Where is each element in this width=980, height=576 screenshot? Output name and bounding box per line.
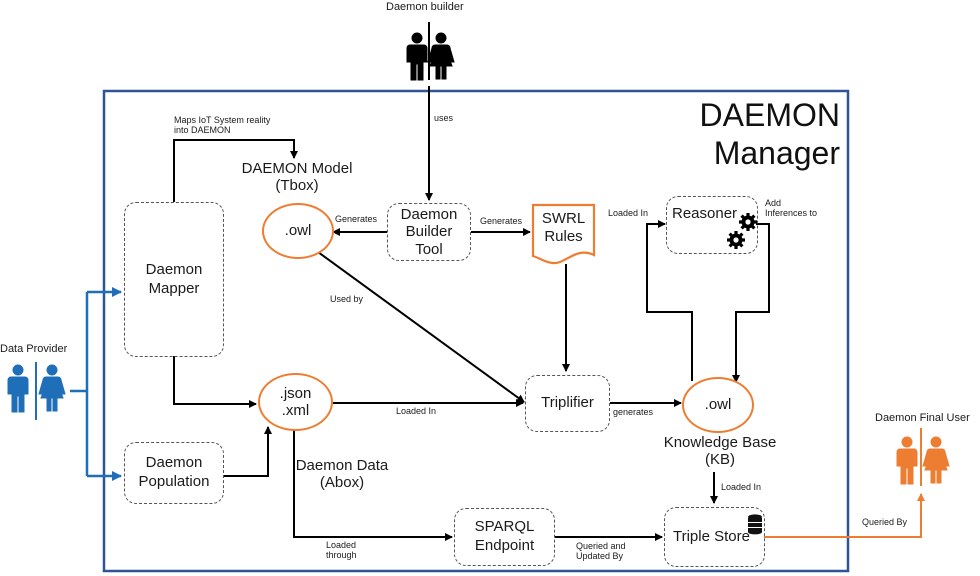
maps-line-2: into DAEMON [174,125,231,136]
mapper-line-1: Daemon [145,260,203,278]
loaded-line-1: Loaded [326,540,357,550]
maps-line-1: Maps IoT System reality [174,115,271,125]
edge-maps [173,139,298,202]
kb-owl-node[interactable]: .owl [682,377,754,433]
kb-caption-line-2: (KB) [705,451,735,469]
title-line-1: DAEMON [699,97,840,133]
data-file-line-1: .json [279,384,312,402]
edge-loaded-in-reasoner [646,220,693,381]
provider-people-icon [7,362,66,420]
edge-used-by [317,251,525,403]
queried-line-1: Queried and [576,541,626,551]
data-caption: Daemon Data (Abox) [292,457,392,492]
queried-line-2: Updated By [576,551,624,562]
builder-tool-line-3: Tool [415,240,443,258]
title-line-2: Manager [713,135,840,172]
final-user-label: Daemon Final User [875,412,970,424]
reasoner-node[interactable]: Reasoner [666,196,758,254]
edge-add-inferences [732,223,770,383]
edge-label-uses: uses [434,113,454,123]
edge-label-generates-kb: generates [613,407,654,417]
provider-connectors [70,287,122,481]
edge-label-queried-updated: Queried and Updated By [576,541,626,562]
swrl-line-2: Rules [544,228,583,245]
edge-label-used-by: Used by [330,294,364,304]
add-line-2: Inferences to [765,208,818,219]
triplifier-node[interactable]: Triplifier [525,375,610,432]
final-user-people-icon [896,428,950,486]
add-line-1: Add [765,198,782,208]
mapper-line-2: Mapper [148,279,200,297]
builder-people-icon [406,22,455,81]
edge-label-generates-owl: Generates [335,214,378,224]
edge-label-loaded-in-triplifier: Loaded In [396,406,437,416]
daemon-manager-title: DAEMON Manager [680,96,840,173]
edge-loaded-through [293,428,453,541]
edge-label-queried-by: Queried By [862,517,908,527]
edge-population-data [224,426,272,477]
builder-tool-line-1: Daemon [400,206,458,224]
reasoner-label: Reasoner [672,205,738,222]
swrl-rules-shape [531,203,596,265]
population-line-2: Population [138,473,210,490]
edge-label-loaded-in-reasoner: Loaded In [608,208,649,218]
edge-mapper-data [173,356,257,408]
model-owl-label: .owl [284,221,312,239]
edge-queried-by [764,493,925,538]
data-caption-line-1: Daemon Data [295,457,389,474]
model-caption-line-1: DAEMON Model [241,160,353,177]
data-caption-line-2: (Abox) [319,474,365,492]
swrl-line-1: SWRL [541,210,586,227]
triplifier-label: Triplifier [541,394,594,412]
model-owl-node[interactable]: .owl [262,203,334,259]
loaded-line-2: through [326,550,357,561]
edge-label-generates-swrl: Generates [480,216,523,226]
data-file-node[interactable]: .json.xml [258,373,333,431]
triple-store-label: Triple Store [673,527,750,545]
edge-label-loaded-in-store: Loaded In [721,482,762,492]
edge-label-maps: Maps IoT System reality into DAEMON [174,115,270,136]
sparql-line-1: SPARQL [474,518,535,536]
kb-owl-label: .owl [704,395,732,413]
triple-store-node[interactable]: Triple Store [664,507,765,567]
kb-caption-line-1: Knowledge Base [663,434,777,451]
model-caption: DAEMON Model (Tbox) [232,160,362,195]
provider-label: Data Provider [0,343,68,355]
edge-label-add-inferences: Add Inferences to [765,198,817,219]
edge-label-loaded-through: Loaded through [326,540,357,561]
kb-caption: Knowledge Base (KB) [660,434,780,469]
daemon-manager-frame [102,89,850,573]
builder-label: Daemon builder [386,1,464,13]
sparql-line-2: Endpoint [474,537,535,554]
population-line-1: Daemon [145,454,203,472]
builder-tool-line-2: Builder [405,223,453,241]
model-caption-line-2: (Tbox) [275,177,319,195]
data-file-line-2: .xml [281,402,310,419]
